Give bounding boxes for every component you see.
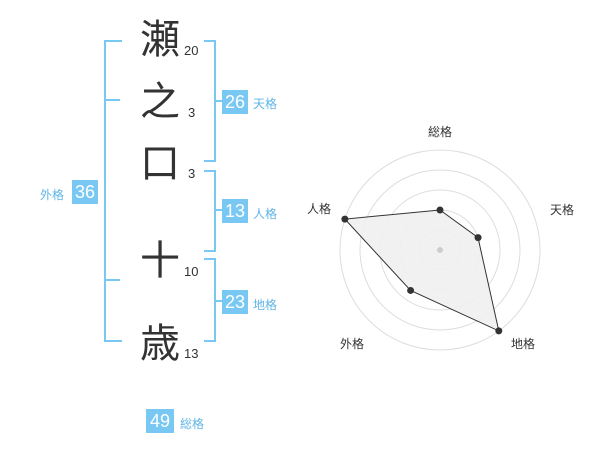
- jinkaku-connector: [214, 209, 222, 211]
- radar-point-2: [474, 234, 482, 242]
- stroke-count-5: 13: [184, 346, 199, 361]
- radar-ring: [339, 149, 541, 351]
- radar-axis-label-chikaku: 地格: [511, 337, 536, 351]
- name-char-4: 十: [140, 238, 180, 284]
- radar-point-5: [341, 215, 349, 223]
- stroke-count-3: 3: [188, 166, 196, 181]
- stroke-count-1: 20: [184, 43, 199, 58]
- chikaku-value: 23: [222, 290, 248, 314]
- tenkaku-connector: [214, 100, 222, 102]
- name-char-1: 瀬: [140, 17, 180, 63]
- stroke-count-4: 10: [184, 264, 199, 279]
- radar-points: [341, 206, 503, 335]
- radar-axis-label-gaikaku: 外格: [340, 337, 365, 351]
- name-char-3: 口: [140, 141, 180, 187]
- chikaku-connector: [214, 300, 222, 302]
- name-char-5: 歳: [140, 321, 180, 367]
- radar-axis-label-soukaku: 総格: [428, 125, 453, 139]
- name-char-2: 之: [140, 79, 180, 125]
- radar-center-dot: [437, 247, 443, 253]
- gaikaku-label: 外格: [40, 188, 65, 202]
- radar-point-4: [407, 286, 415, 294]
- soukaku-label: 総格: [180, 417, 205, 431]
- soukaku-value: 49: [146, 409, 174, 433]
- radar-point-3: [495, 327, 503, 335]
- radar-axis-label-tenkaku: 天格: [550, 203, 575, 217]
- gaikaku-bracket: [104, 40, 122, 342]
- jinkaku-value: 13: [222, 199, 248, 223]
- jinkaku-label: 人格: [253, 207, 278, 221]
- tenkaku-label: 天格: [253, 97, 278, 111]
- chikaku-label: 地格: [253, 298, 278, 312]
- gaikaku-inner-tick: [104, 279, 120, 281]
- radar-point-1: [436, 206, 444, 214]
- radar-axis-label-jinkaku: 人格: [307, 202, 332, 216]
- jinkaku-bracket: [204, 170, 216, 252]
- stroke-count-2: 3: [188, 105, 196, 120]
- radar-value-polygon: [343, 209, 500, 332]
- gaikaku-inner-tick: [104, 99, 120, 101]
- tenkaku-value: 26: [222, 90, 248, 114]
- gaikaku-value: 36: [72, 180, 98, 204]
- radar-ring: [359, 169, 521, 331]
